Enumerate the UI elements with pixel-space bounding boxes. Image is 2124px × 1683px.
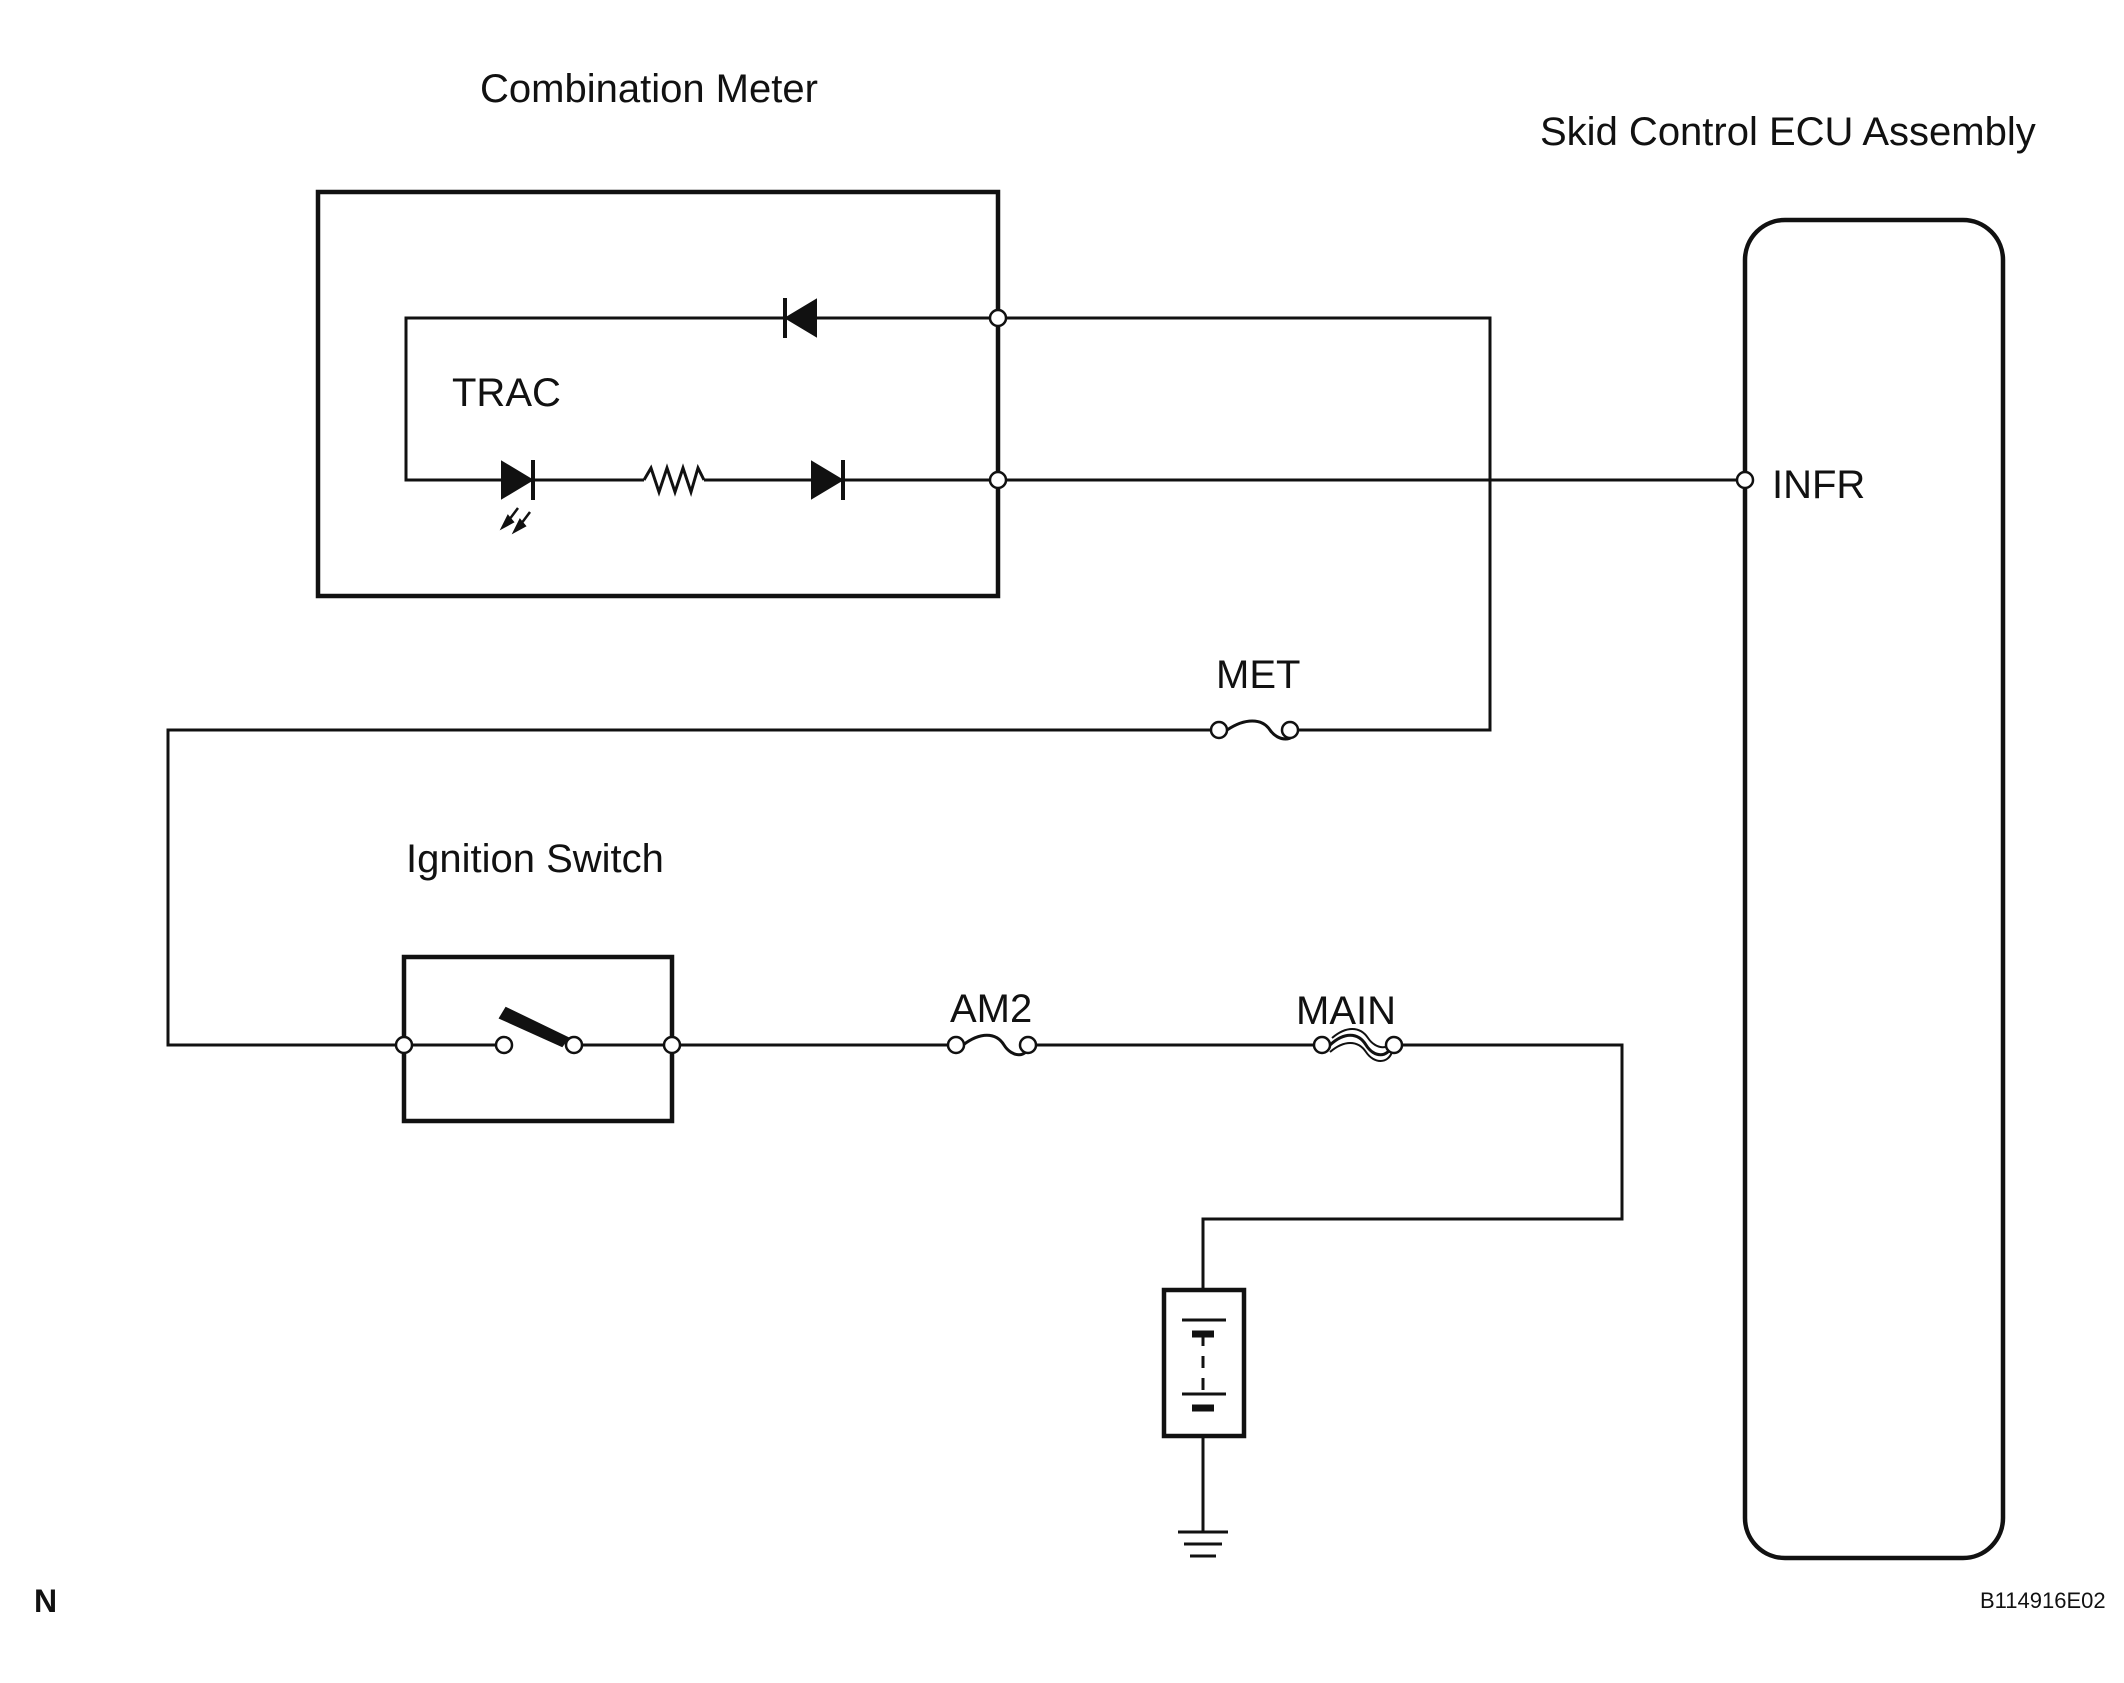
switch-icon [412, 1006, 664, 1055]
ignition-terminal-left [394, 1035, 414, 1055]
battery-feed-wire [1201, 1043, 1624, 1290]
ignition-switch-box [401, 954, 675, 1124]
combination-meter-title: Combination Meter [480, 67, 818, 111]
corner-mark: N [34, 1583, 57, 1619]
ignition-feed-wire [166, 728, 1211, 1047]
ground-icon [1178, 1530, 1228, 1558]
combination-meter-box [315, 189, 1001, 599]
battery-icon [1161, 1287, 1247, 1439]
trac-label: TRAC [452, 371, 561, 415]
met-label: MET [1216, 653, 1300, 697]
skid-control-ecu-title: Skid Control ECU Assembly [1540, 110, 2036, 154]
infr-label: INFR [1772, 463, 1865, 507]
am2-label: AM2 [950, 987, 1032, 1031]
resistor-icon [642, 463, 706, 498]
fusible-link-icon [1312, 1028, 1404, 1062]
meter-terminal-upper [988, 308, 1008, 328]
fuse-icon [946, 1033, 1038, 1057]
infr-terminal [1735, 470, 1755, 490]
meter-terminal-lower [988, 470, 1008, 490]
diode-icon [783, 298, 817, 338]
main-label: MAIN [1296, 989, 1396, 1033]
fuse-icon [1209, 719, 1300, 741]
led-icon [499, 460, 535, 535]
met-feed-wire [1006, 316, 1492, 732]
ignition-switch-label: Ignition Switch [406, 837, 664, 881]
figure-code: B114916E02 [1980, 1588, 2106, 1613]
diode-icon [811, 460, 845, 500]
ignition-terminal-right [662, 1035, 682, 1055]
skid-control-ecu-box [1742, 217, 2006, 1561]
